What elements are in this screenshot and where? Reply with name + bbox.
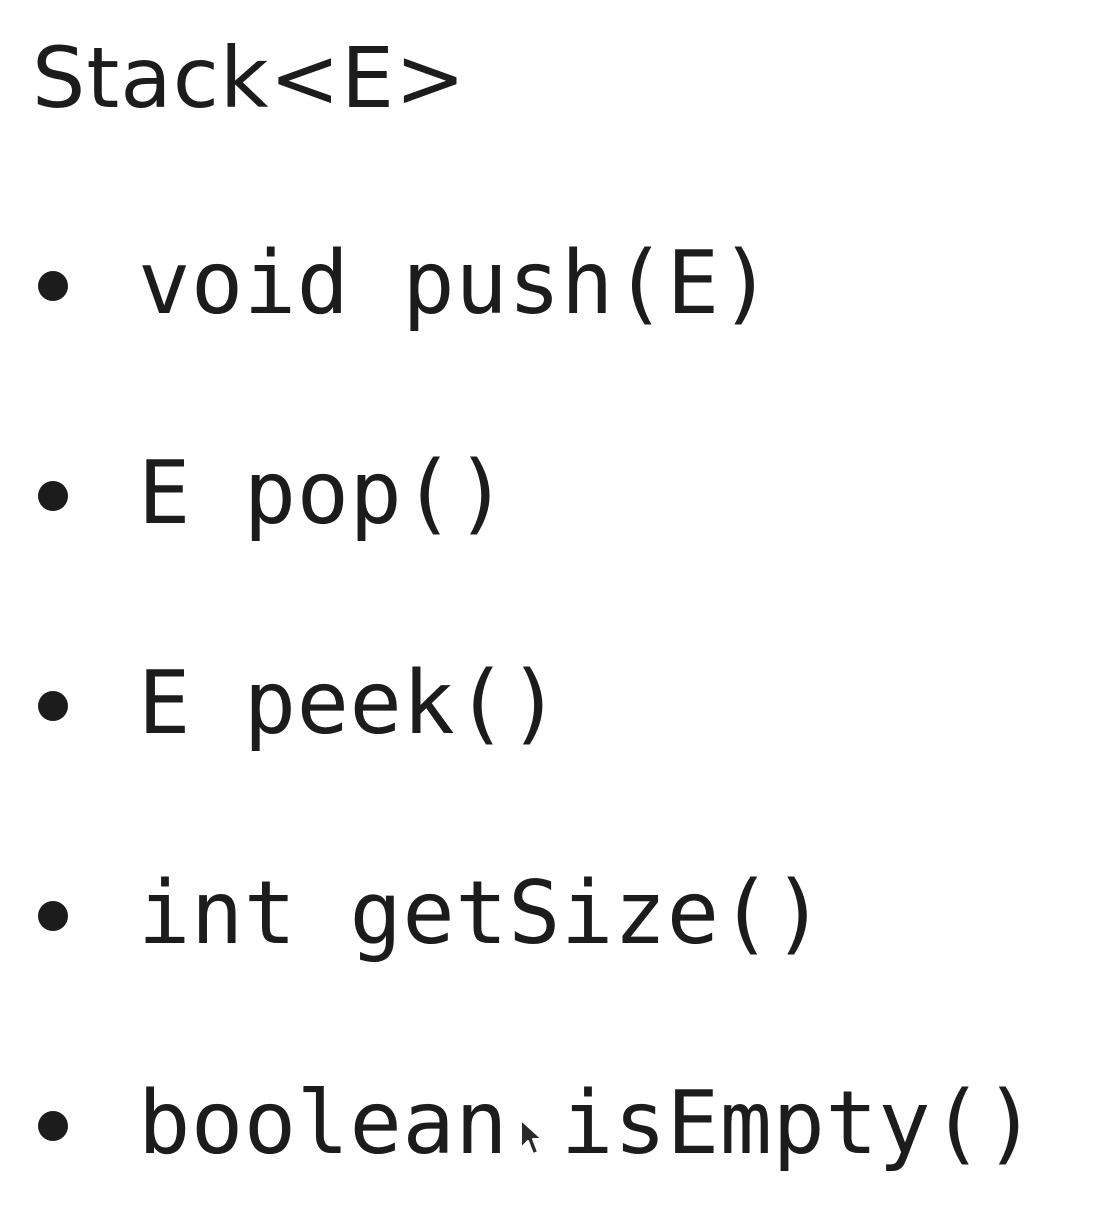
bullet-dot-icon [38, 481, 68, 511]
list-item: void push(E) [0, 233, 1108, 333]
method-signature: E pop() [138, 442, 509, 544]
class-title: Stack<E> [32, 29, 467, 127]
method-signature: boolean isEmpty() [138, 1072, 1037, 1174]
bullet-dot-icon [38, 691, 68, 721]
method-signature: void push(E) [138, 232, 773, 334]
bullet-dot-icon [38, 901, 68, 931]
method-signature: int getSize() [138, 862, 826, 964]
mouse-pointer-icon [520, 1119, 543, 1155]
method-signature: E peek() [138, 652, 562, 754]
bullet-dot-icon [38, 1111, 68, 1141]
list-item: int getSize() [0, 863, 1108, 963]
bullet-dot-icon [38, 271, 68, 301]
list-item: boolean isEmpty() [0, 1073, 1108, 1173]
list-item: E pop() [0, 443, 1108, 543]
list-item: E peek() [0, 653, 1108, 753]
